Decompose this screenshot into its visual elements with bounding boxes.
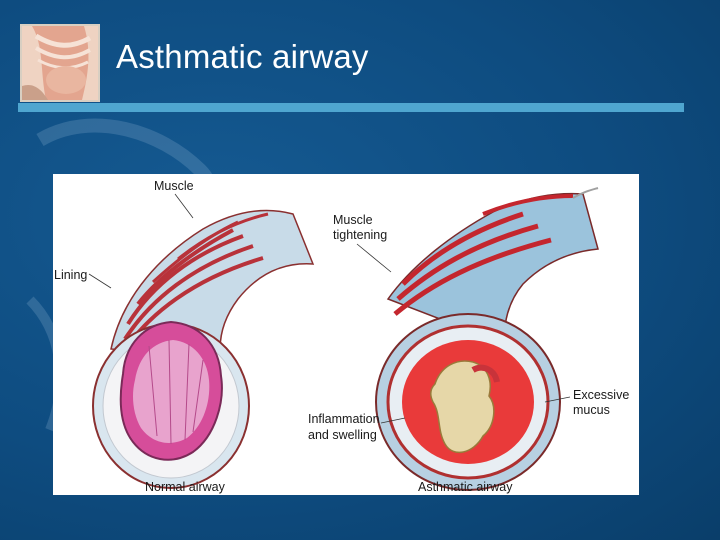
airway-diagram bbox=[88, 187, 599, 491]
normal-airway-tube bbox=[92, 209, 315, 489]
muscle-tightening-label-line1: Muscle bbox=[333, 213, 373, 227]
excessive-mucus-label-line2: mucus bbox=[573, 403, 610, 417]
pregnant-woman-photo-icon bbox=[20, 24, 100, 102]
normal-airway-caption: Normal airway bbox=[145, 480, 225, 494]
muscle-tightening-label-line2: tightening bbox=[333, 228, 388, 242]
inflammation-label-line1: Inflammation bbox=[308, 412, 380, 426]
slide-title: Asthmatic airway bbox=[116, 38, 369, 75]
asthmatic-airway-tube bbox=[375, 187, 599, 491]
asthmatic-airway-caption: Asthmatic airway bbox=[418, 480, 513, 494]
muscle-label: Muscle bbox=[154, 179, 194, 193]
lining-label: Lining bbox=[54, 268, 88, 282]
excessive-mucus-label-line1: Excessive bbox=[573, 388, 630, 402]
airway-illustration: Muscle Lining Muscle tightening Excessiv… bbox=[53, 174, 639, 495]
title-underline-bar bbox=[18, 103, 684, 112]
inflammation-label-line2: and swelling bbox=[308, 428, 377, 442]
